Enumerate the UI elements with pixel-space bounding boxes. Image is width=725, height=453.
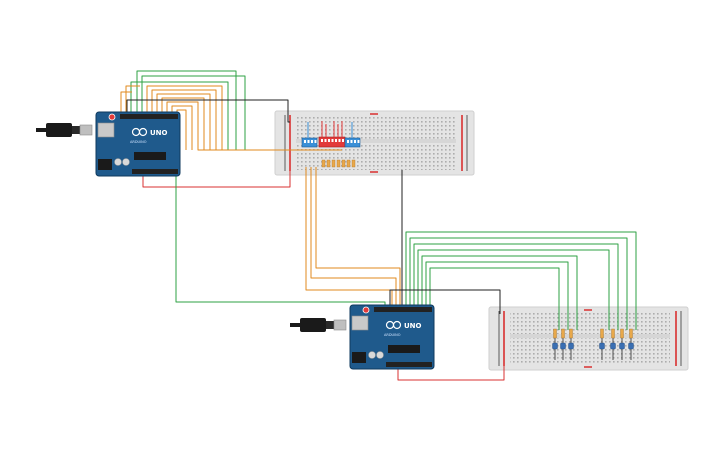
- board-logo: UNO: [150, 129, 168, 137]
- board-logo: UNO: [404, 322, 422, 330]
- breadboard-2[interactable]: [488, 306, 689, 371]
- arduino-uno-board-2[interactable]: UNO ARDUINO: [349, 304, 435, 370]
- dip-switch-leads: [307, 121, 353, 138]
- usb-cable-icon[interactable]: [36, 123, 93, 137]
- resistor-array-1[interactable]: [321, 159, 356, 168]
- arduino-infinity-icon: [385, 320, 402, 330]
- dip-switch-blue-right[interactable]: [344, 137, 361, 148]
- board-brand: ARDUINO: [384, 333, 401, 337]
- dip-switch-red-center[interactable]: [318, 136, 346, 148]
- wires-bb1-to-board2[interactable]: [305, 167, 403, 312]
- dip-switch-blue-left[interactable]: [301, 137, 318, 148]
- board-brand: ARDUINO: [130, 140, 147, 144]
- wires-board2-to-bb2[interactable]: [389, 231, 637, 381]
- led-resistor-array[interactable]: [552, 328, 634, 360]
- breadboard-1[interactable]: [274, 110, 475, 176]
- wires-board1-top[interactable]: [120, 70, 386, 307]
- arduino-infinity-icon: [131, 127, 148, 137]
- arduino-uno-board-1[interactable]: UNO ARDUINO: [95, 111, 181, 177]
- usb-cable-icon[interactable]: [290, 318, 347, 332]
